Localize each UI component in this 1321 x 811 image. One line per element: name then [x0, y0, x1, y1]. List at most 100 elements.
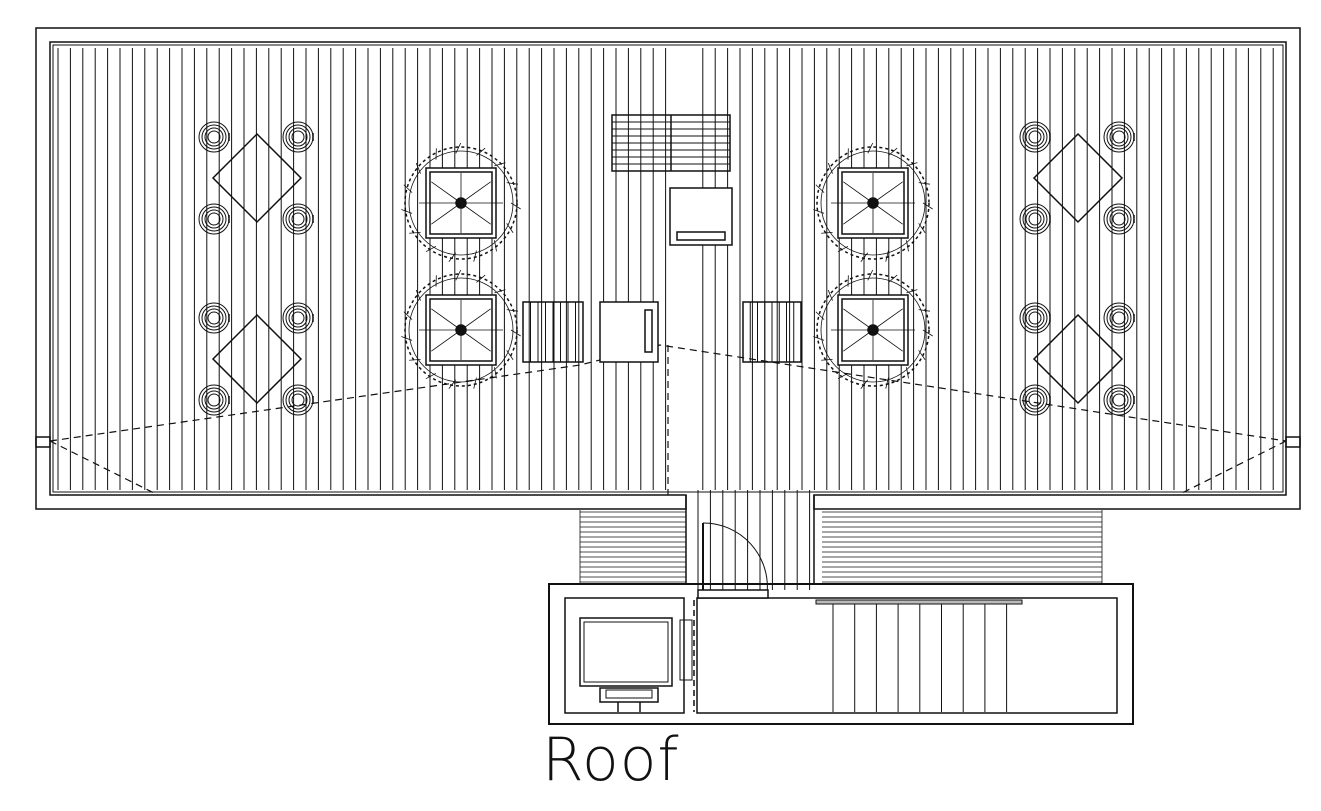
planter-leaf — [888, 147, 898, 156]
chair-ring — [207, 393, 221, 407]
roof-outline-wall — [35, 27, 1301, 510]
planter-leaf — [506, 182, 519, 185]
chair-ring — [207, 130, 221, 144]
chair-ring — [285, 206, 311, 232]
planter-foliage — [816, 146, 930, 260]
lounger — [742, 301, 802, 363]
chair-ring — [1025, 209, 1045, 229]
planter-leaf — [827, 289, 833, 301]
chair-ring — [282, 384, 314, 416]
chair-ring — [204, 127, 224, 147]
chair-ring — [291, 311, 305, 325]
side-table — [599, 301, 659, 363]
branch — [872, 308, 903, 331]
roof-walls — [35, 27, 1301, 585]
lift-door-inner — [605, 689, 653, 699]
planter-canopy — [408, 277, 514, 383]
lounger — [611, 114, 731, 172]
chair — [198, 384, 230, 416]
planter-foliage — [404, 146, 518, 260]
planter-leaf — [448, 252, 457, 262]
planter-canopy — [820, 277, 926, 383]
trunk — [455, 324, 467, 336]
side-table-handle — [676, 231, 726, 241]
chair — [1019, 384, 1051, 416]
table — [1032, 313, 1124, 405]
lift-door — [599, 687, 659, 703]
planter-leaf — [918, 182, 931, 185]
scupper — [1285, 436, 1301, 448]
chair-ring — [291, 393, 305, 407]
chair-ring — [285, 387, 311, 413]
planter-leaf — [885, 250, 889, 262]
chair-ring — [1028, 393, 1042, 407]
planter-leaf — [906, 289, 918, 294]
handrail — [815, 599, 1023, 605]
chair-ring — [1103, 384, 1135, 416]
chair-ring — [198, 384, 230, 416]
planter-leaf — [813, 209, 825, 214]
scupper — [35, 436, 51, 448]
drainage-lines — [49, 344, 1287, 496]
chair-ring — [282, 302, 314, 334]
plan-title: Roof — [542, 725, 680, 795]
trunk — [455, 197, 467, 209]
table — [211, 313, 303, 405]
drain-line — [49, 440, 159, 496]
drain-line — [1177, 440, 1287, 496]
chair-ring — [1028, 212, 1042, 226]
planter-leaf — [494, 240, 497, 252]
chair-ring — [1025, 127, 1045, 147]
planter-leaf — [425, 245, 437, 253]
branch — [843, 181, 874, 204]
planter-leaf — [906, 240, 909, 252]
branch — [843, 308, 874, 331]
planter-leaf — [455, 269, 462, 281]
trunk — [867, 197, 879, 209]
chair-ring — [1109, 127, 1129, 147]
planter-leaf — [888, 274, 898, 283]
stair-core — [548, 522, 1134, 725]
branch — [843, 202, 874, 225]
chair — [1103, 384, 1135, 416]
chair — [282, 203, 314, 235]
planter-leaf — [821, 231, 833, 234]
chair-ring — [288, 127, 308, 147]
chair-ring — [201, 124, 227, 150]
chair-ring — [291, 130, 305, 144]
branch — [460, 202, 491, 225]
planter-leaf — [476, 147, 486, 156]
chair-ring — [1025, 390, 1045, 410]
planter-leaf — [403, 184, 413, 193]
chair — [1019, 203, 1051, 235]
chair — [1019, 121, 1051, 153]
lift-panel — [679, 619, 693, 681]
door-swing — [702, 522, 768, 595]
branch — [843, 329, 874, 352]
planter — [813, 269, 933, 389]
planter-leaf — [918, 223, 926, 233]
chair-ring — [1112, 130, 1126, 144]
planter-leaf — [415, 162, 421, 174]
chair-ring — [1112, 393, 1126, 407]
chair-ring — [1109, 308, 1129, 328]
chair — [282, 302, 314, 334]
lift-cabin-inner — [583, 621, 669, 683]
chair-ring — [1112, 311, 1126, 325]
planter-leaf — [448, 379, 457, 389]
lift-room — [564, 597, 685, 714]
chair — [1019, 302, 1051, 334]
chair-ring — [1112, 212, 1126, 226]
chair-ring — [1022, 305, 1048, 331]
chair-ring — [1019, 121, 1051, 153]
furniture — [198, 114, 1135, 416]
planter-leaf — [506, 350, 514, 360]
planter-leaf — [815, 311, 825, 320]
chair-ring — [291, 212, 305, 226]
branch — [460, 308, 491, 331]
chair-ring — [201, 305, 227, 331]
chair — [198, 302, 230, 334]
planter-leaf — [837, 372, 849, 380]
chair-ring — [288, 209, 308, 229]
